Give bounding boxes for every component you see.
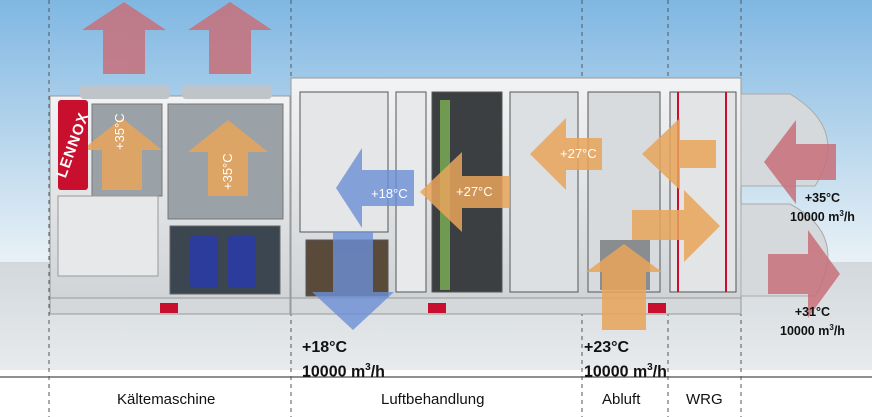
condenser-right-temp: +35°C <box>220 153 235 190</box>
section-label-exhaust: Abluft <box>602 391 641 408</box>
return-air-arrows <box>420 118 720 330</box>
outdoor-out-label: +31°C 10000 m3/h <box>780 304 845 339</box>
outdoor-in-temp: +35°C <box>804 191 841 205</box>
section-label-chiller: Kältemaschine <box>117 391 216 408</box>
supply-temp: +18°C <box>302 339 348 356</box>
label-strip <box>0 370 872 417</box>
brand-logo: LENNOX <box>53 100 93 190</box>
supply-air-label: +18°C 10000 m3/h <box>302 338 385 382</box>
outdoor-air-arrows <box>764 120 840 318</box>
return-mid-temp: +27°C <box>456 184 493 199</box>
outdoor-out-temp: +31°C <box>794 305 831 319</box>
brand-logo-text: LENNOX <box>53 109 93 181</box>
exhaust-temp: +23°C <box>584 339 630 356</box>
section-label-air-handling: Luftbehandlung <box>381 391 485 408</box>
section-label-heat-recovery: WRG <box>686 391 723 408</box>
exhaust-flow: 10000 m3/h <box>584 362 667 381</box>
exhaust-air-label: +23°C 10000 m3/h <box>584 338 667 382</box>
supply-air-arrow <box>312 148 414 330</box>
outdoor-out-flow: 10000 m3/h <box>780 323 845 339</box>
outdoor-in-flow: 10000 m3/h <box>790 209 855 225</box>
condenser-air-arrows <box>82 118 268 196</box>
supply-arrow-temp: +18°C <box>371 186 408 201</box>
supply-flow: 10000 m3/h <box>302 362 385 381</box>
outdoor-in-label: +35°C 10000 m3/h <box>790 190 855 225</box>
return-right-temp: +27°C <box>560 146 597 161</box>
heat-rejection-arrows <box>82 2 272 74</box>
condenser-left-temp: +35°C <box>112 113 127 150</box>
